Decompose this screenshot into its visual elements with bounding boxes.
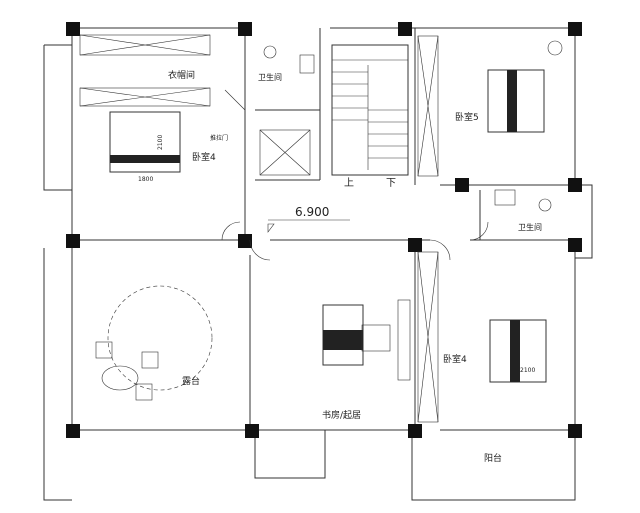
bed-right-length-label: 2100: [520, 367, 535, 374]
columns: [66, 22, 582, 438]
study-label: 书房/起居: [322, 409, 361, 421]
bedroom-top-right-label: 卧室5: [455, 111, 479, 123]
bath-right-label: 卫生间: [518, 222, 542, 232]
doors: [221, 89, 489, 261]
level-marker: [267, 219, 350, 233]
fixtures: [259, 40, 563, 212]
level-label: 6.900: [295, 205, 329, 219]
walls: [43, 27, 593, 501]
terrace-label: 露台: [182, 375, 200, 387]
bedroom-left-label: 卧室4: [192, 151, 216, 163]
stair-down-label: 下: [386, 178, 396, 189]
bath-top-label: 卫生间: [258, 72, 282, 82]
terrace-furniture: [95, 285, 391, 401]
room-labels: 衣帽间 卫生间 卧室4 卧室5 卫生间 卧室4 露台 书房/起居 阳台 上 下 …: [138, 69, 542, 464]
door-note-label: 推拉门: [210, 134, 228, 142]
wardrobes: [79, 34, 439, 423]
balcony-label: 阳台: [484, 452, 502, 464]
closet-label: 衣帽间: [168, 69, 195, 81]
stair-up-label: 上: [344, 177, 354, 189]
staircase: [331, 44, 409, 176]
beds: [109, 69, 547, 383]
bed-left-length-label: 2100: [157, 135, 164, 150]
bed-left-width-label: 1800: [138, 176, 153, 183]
bedroom-bottom-right-label: 卧室4: [443, 353, 467, 365]
